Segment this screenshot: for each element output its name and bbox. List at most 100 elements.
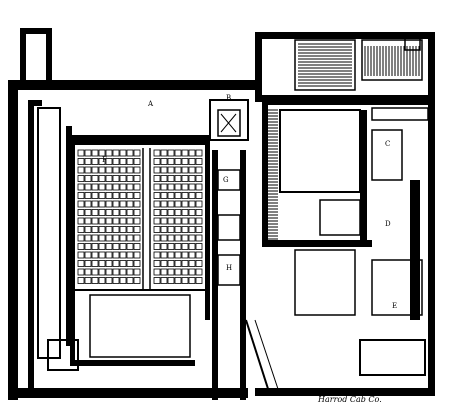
seat [153,260,161,267]
seat [119,183,127,191]
seat [133,226,141,233]
seat [174,226,182,233]
seat [119,251,127,259]
seat [195,192,203,199]
seat [188,251,196,259]
seat [119,268,127,276]
seat [119,260,127,267]
seat [167,175,175,182]
seat [105,277,113,284]
seat [77,149,85,157]
seat [181,234,189,242]
stair-hatching-middle [266,109,278,240]
seat [112,149,120,157]
seat [105,192,113,199]
seat [126,226,134,233]
seat [174,277,182,284]
seat [105,149,113,157]
seat [174,149,182,157]
seat [105,251,113,259]
seat [84,277,92,284]
seat [119,166,127,174]
room-label-c: C [385,140,390,148]
seat [133,175,141,182]
seat [119,158,127,165]
seat [133,234,141,242]
seat [119,234,127,242]
seat [98,260,106,267]
seat [195,277,203,284]
seat [160,217,168,225]
seat [160,158,168,165]
seat-rows [77,149,203,284]
seat [133,158,141,165]
seat [133,251,141,259]
seat [119,243,127,250]
seat [112,260,120,267]
seat [195,158,203,165]
seat [126,149,134,157]
seat [195,200,203,208]
seat [91,268,99,276]
seat [91,175,99,182]
seat [160,192,168,199]
central-spine [209,99,281,400]
seat [105,243,113,250]
seat [84,183,92,191]
seat [188,268,196,276]
seat [153,149,161,157]
seat [174,166,182,174]
seat [153,243,161,250]
seat [126,175,134,182]
seat [153,251,161,259]
seat [98,192,106,199]
seat [188,234,196,242]
seat [160,166,168,174]
seat [105,200,113,208]
seat [77,251,85,259]
seat [77,277,85,284]
seat [98,166,106,174]
seat [195,166,203,174]
seat [84,175,92,182]
seat [77,192,85,199]
seat [153,192,161,199]
seat [126,200,134,208]
seat [195,234,203,242]
seat [119,217,127,225]
seat [98,200,106,208]
seat [174,260,182,267]
seat [153,158,161,165]
seat [91,209,99,216]
seat [105,268,113,276]
seat [112,175,120,182]
seat [77,243,85,250]
seat [133,209,141,216]
seat [153,200,161,208]
seat [167,217,175,225]
seat [126,234,134,242]
seat [105,209,113,216]
seat [91,158,99,165]
seat [98,183,106,191]
seat [153,175,161,182]
room-label-d: D [385,220,391,228]
seat [126,243,134,250]
seat [84,217,92,225]
seat [98,226,106,233]
seat [153,234,161,242]
seat [174,234,182,242]
seat [112,158,120,165]
seat [84,209,92,216]
seat [126,192,134,199]
seat [167,251,175,259]
seat [77,166,85,174]
seat [84,234,92,242]
seat [126,277,134,284]
seat [119,149,127,157]
seat [98,158,106,165]
seat [167,234,175,242]
seat [167,226,175,233]
seat [174,251,182,259]
